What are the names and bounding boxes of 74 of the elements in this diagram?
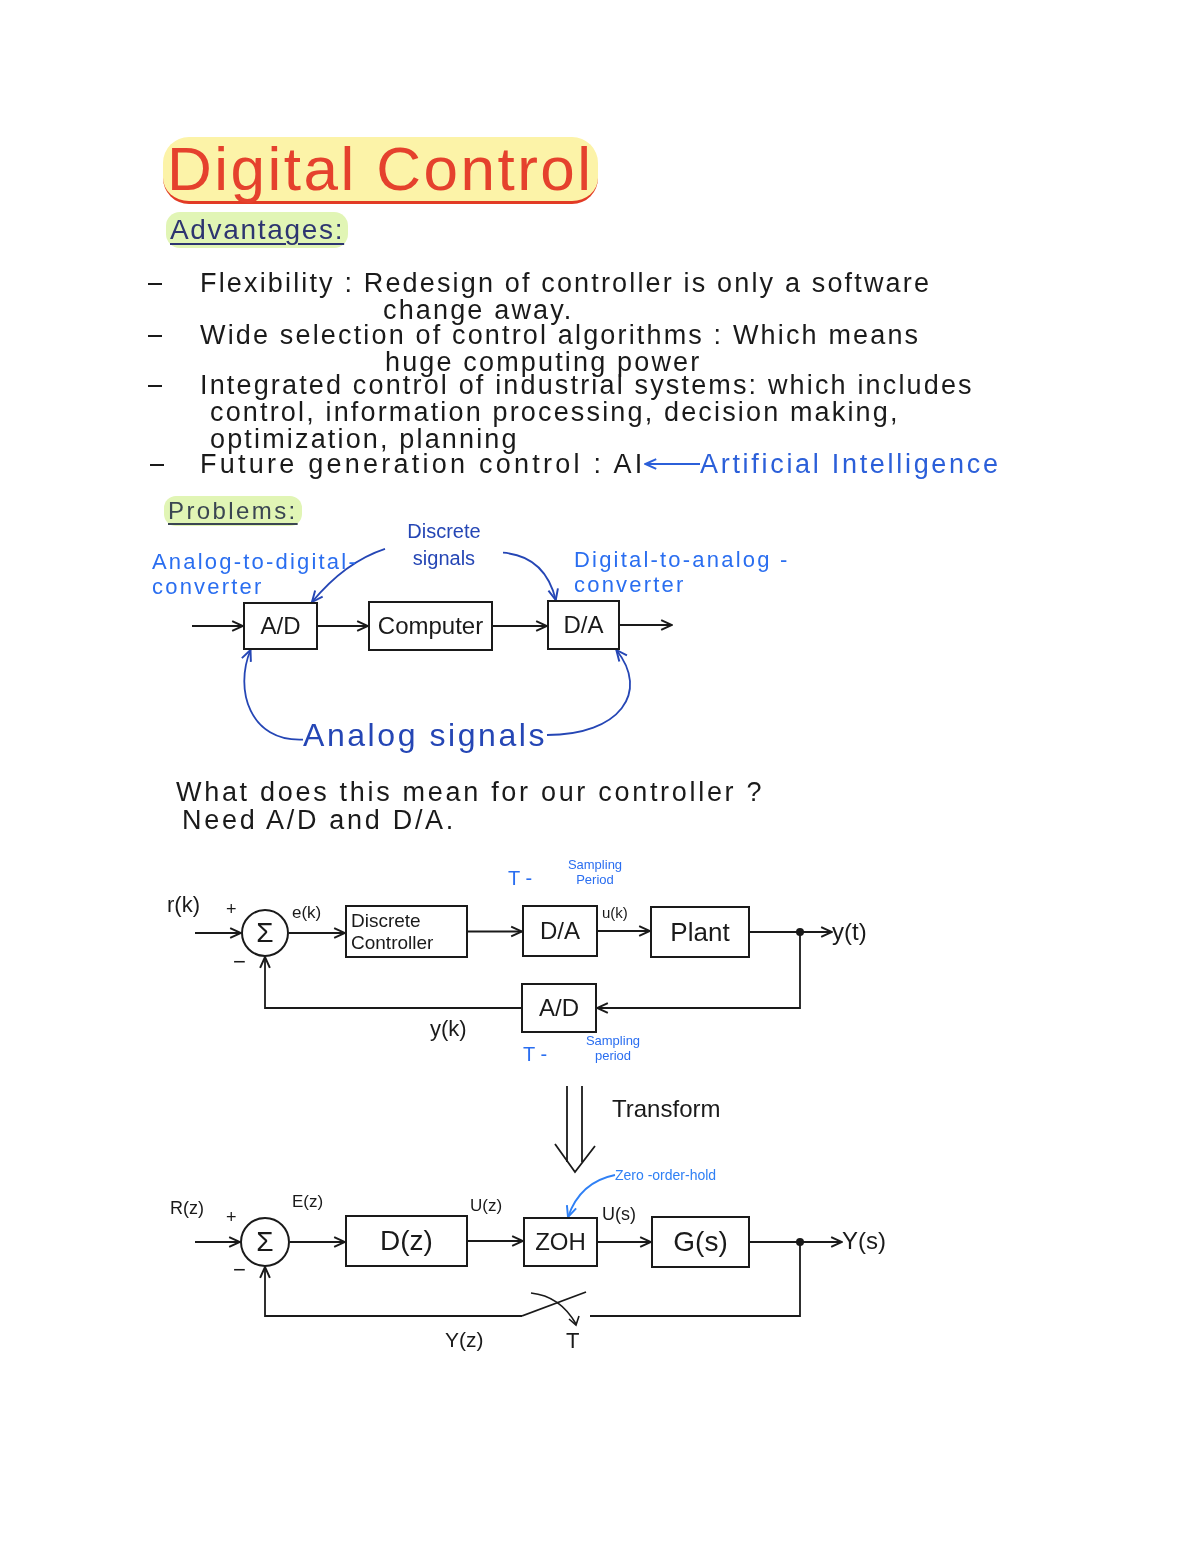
block-box (345, 905, 468, 958)
arrow (597, 925, 651, 937)
block-box (521, 983, 597, 1033)
block-box (243, 602, 318, 650)
block-box (547, 600, 620, 650)
annotation-text: Artificial Intelligence (700, 448, 1001, 480)
body-text: What does this mean for our controller ? (176, 778, 765, 806)
annotation-text: Analog signals (303, 712, 547, 758)
connector-line (589, 1241, 801, 1317)
sign-label: + (226, 1207, 237, 1227)
arrow (289, 1236, 346, 1248)
caption-text: Sampling Period (566, 857, 624, 887)
block-box (651, 1216, 750, 1268)
curved-arrow (566, 1174, 616, 1218)
curved-arrow (241, 649, 304, 741)
arrow (259, 1266, 523, 1317)
block-box (523, 1217, 598, 1267)
arrow (317, 620, 369, 632)
arrow (288, 927, 346, 939)
block-box (345, 1215, 468, 1267)
block-label: ZOH (535, 1227, 586, 1257)
block-box (522, 905, 598, 957)
block-label: Plant (670, 915, 730, 949)
section-heading: Advantages: (166, 212, 349, 248)
block-label: G(s) (673, 1225, 728, 1259)
annotation-text: Zero -order-hold (615, 1164, 717, 1186)
body-text: Need A/D and D/A. (182, 806, 457, 834)
caption-text: T - (508, 866, 533, 891)
curved-arrow (546, 649, 631, 736)
block-label: D(z) (380, 1224, 433, 1258)
curved-arrow (502, 551, 559, 601)
arrow (191, 620, 244, 632)
summing-junction (240, 1217, 290, 1267)
block-box (650, 906, 750, 958)
arrow (467, 925, 523, 938)
arrow (194, 1236, 241, 1248)
signal-label: U(z) (470, 1196, 503, 1216)
signal-label: Y(s) (842, 1226, 886, 1256)
block-label: D/A (563, 610, 604, 640)
sum-symbol: Σ (256, 916, 274, 950)
block-label: D/A (540, 916, 580, 946)
arrow (492, 620, 548, 632)
block-label: A/D (539, 993, 579, 1023)
curved-arrow (311, 547, 386, 603)
signal-label: E(z) (292, 1192, 324, 1212)
arrow (259, 956, 522, 1009)
signal-label: u(k) (602, 904, 628, 922)
arrow (194, 927, 242, 939)
caption-text: Analog-to-digital- converter (152, 549, 359, 599)
sign-label: − (233, 1258, 246, 1282)
caption-text: Sampling period (584, 1033, 642, 1063)
caption-text: T (566, 1327, 580, 1355)
arrow (644, 458, 701, 470)
arrow (619, 619, 673, 631)
annotation-text: Discrete signals (385, 518, 503, 574)
block-label: Discrete Controller (351, 909, 435, 954)
section-heading: Problems: (164, 496, 302, 526)
block-label: A/D (260, 611, 301, 641)
signal-label: e(k) (292, 903, 322, 923)
arrow (596, 931, 801, 1014)
title-heading: Digital Control (163, 137, 598, 204)
sign-label: − (233, 950, 246, 974)
caption-text: T - (523, 1042, 548, 1067)
sign-label: + (226, 899, 237, 919)
arrow (467, 1235, 524, 1247)
sum-symbol: Σ (256, 1225, 274, 1259)
transform-label: Transform (612, 1094, 721, 1124)
caption-text: Digital-to-analog - converter (574, 547, 791, 597)
block-box (368, 601, 493, 651)
bullet-text: Flexibility : Redesign of controller is only a software change away. (200, 270, 933, 324)
signal-label: y(t) (832, 917, 867, 947)
arrow (597, 1236, 652, 1248)
summing-junction (241, 909, 289, 957)
block-label: Computer (377, 611, 484, 641)
